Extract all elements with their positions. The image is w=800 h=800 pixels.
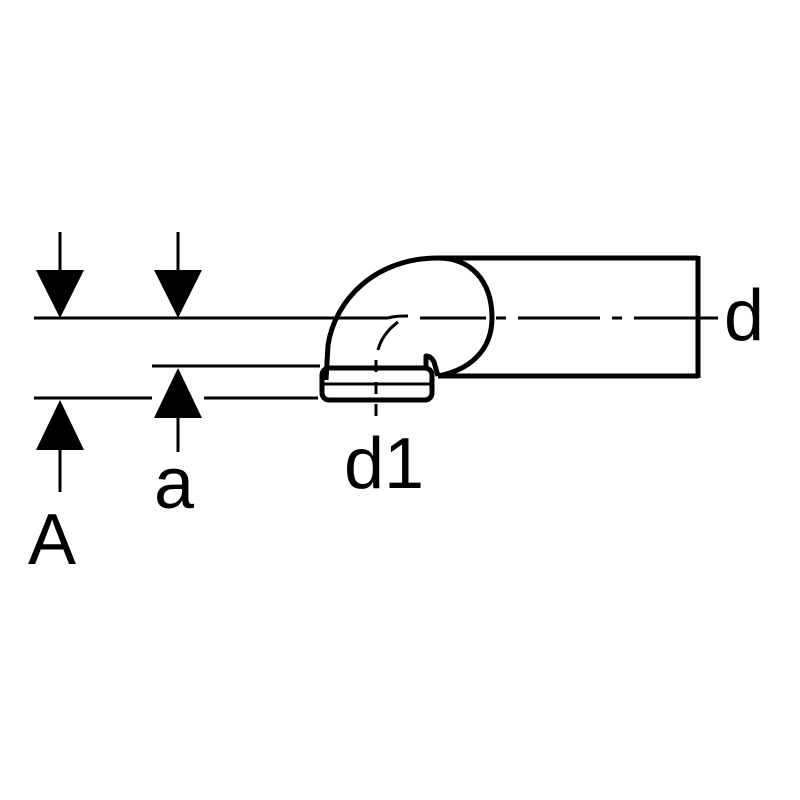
centerline-horizontal [336, 314, 718, 320]
dimension-arrow-a-top [154, 232, 202, 318]
label-d: d [724, 276, 764, 356]
pipe-bend [319, 255, 701, 403]
dimension-arrow-a-bottom [154, 368, 202, 452]
dimension-arrow-A-top [36, 232, 84, 318]
centerline-outlet [374, 320, 399, 416]
dimension-arrow-A-bottom [36, 400, 84, 492]
label-d1: d1 [344, 424, 424, 504]
label-a: a [154, 444, 195, 524]
label-A: A [28, 500, 76, 580]
